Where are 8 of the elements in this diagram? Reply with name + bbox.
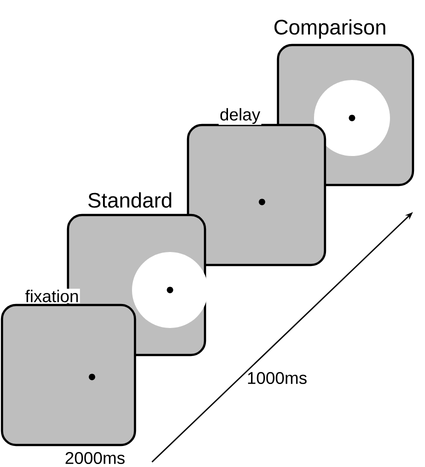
screen-label: delay bbox=[218, 107, 262, 125]
screen-label: fixation bbox=[24, 288, 80, 304]
screen-drawing bbox=[0, 304, 136, 446]
screen-drawing bbox=[186, 124, 326, 266]
duration-label: 2000ms bbox=[66, 452, 125, 464]
screen-label: Standard bbox=[86, 191, 174, 209]
screen-label: Comparison bbox=[272, 18, 388, 40]
duration-label: 1000ms bbox=[248, 372, 307, 384]
